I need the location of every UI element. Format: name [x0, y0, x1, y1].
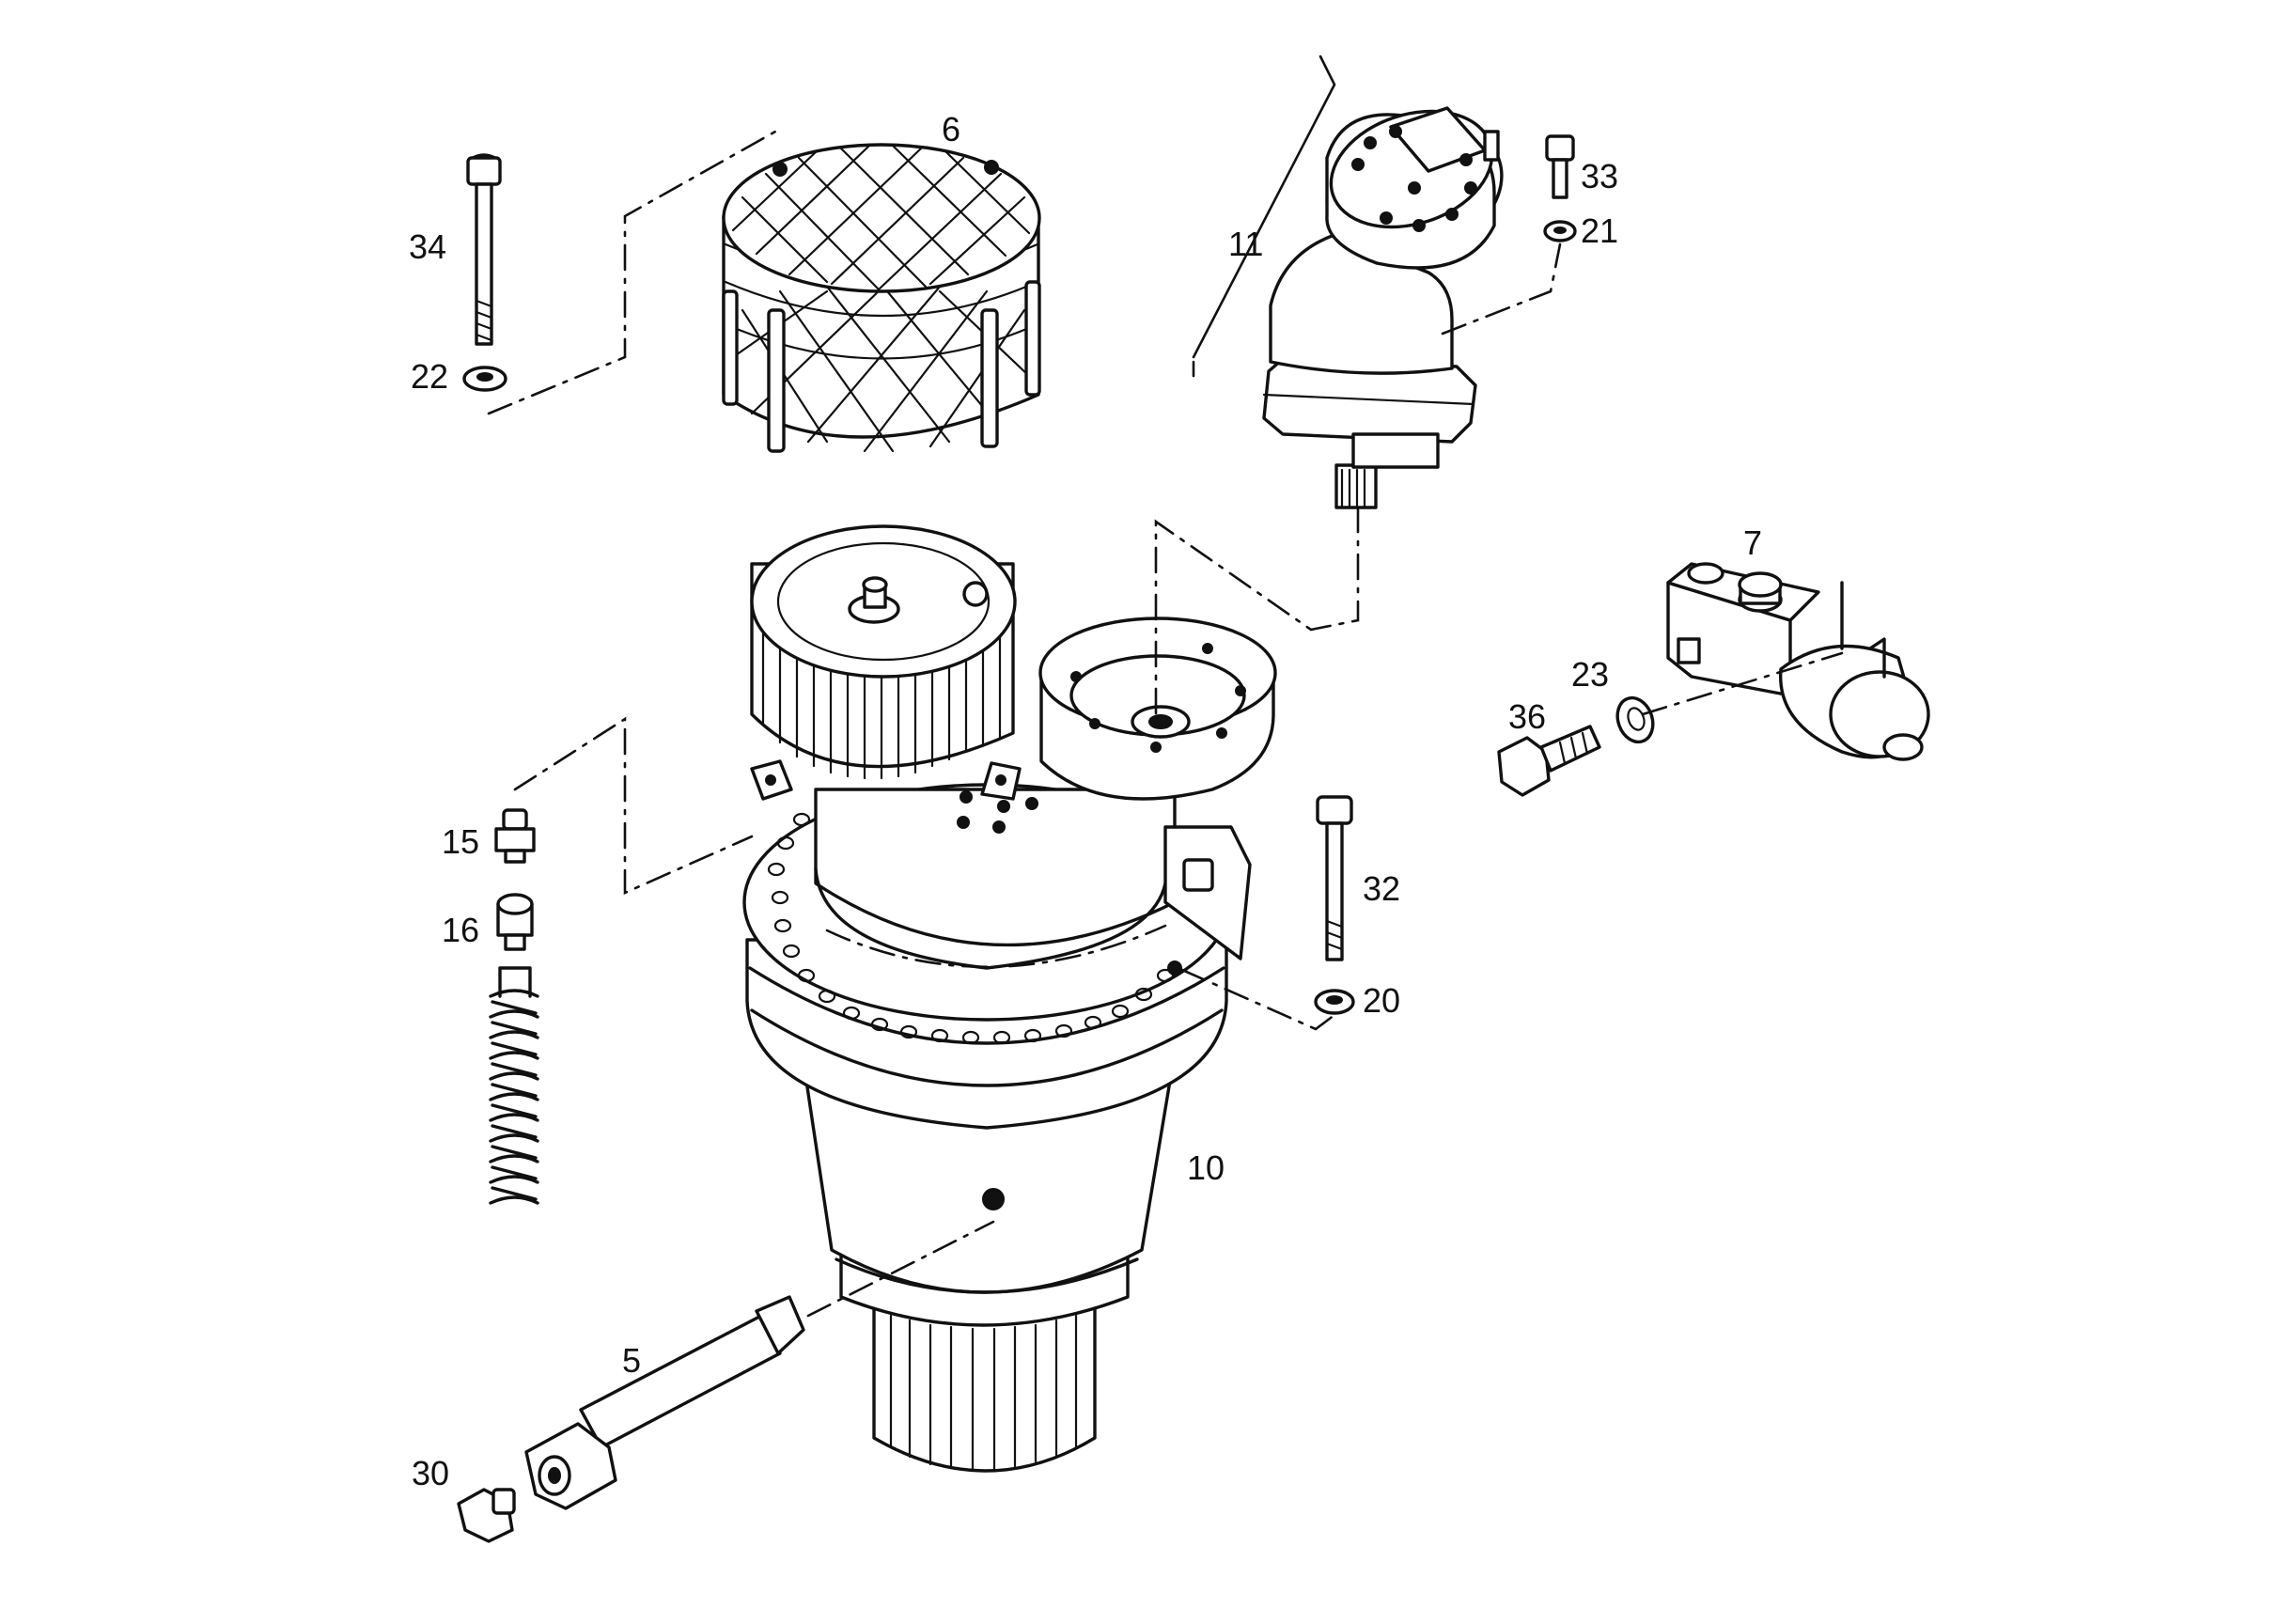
callout-30: 30 [412, 1454, 449, 1492]
callout-labels: 5 6 7 10 11 15 16 20 21 22 23 30 32 33 3… [409, 110, 1762, 1492]
callout-20: 20 [1363, 981, 1400, 1020]
part-32-bolt[interactable] [1316, 795, 1353, 961]
part-10-planetary-gearbox[interactable] [742, 524, 1277, 1473]
callout-5: 5 [622, 1341, 641, 1380]
callout-34: 34 [409, 227, 446, 266]
part-5-drain-pipe[interactable] [524, 1295, 805, 1510]
part-6-strainer-basket[interactable] [722, 143, 1041, 453]
callout-33: 33 [1581, 157, 1618, 195]
callout-7: 7 [1743, 523, 1762, 562]
callout-22: 22 [411, 357, 448, 396]
callout-36: 36 [1508, 697, 1546, 736]
part-11-hydraulic-motor[interactable] [1262, 92, 1520, 509]
part-33-bolt[interactable] [1545, 134, 1575, 199]
spring-stack [489, 966, 539, 1205]
part-15-fitting[interactable] [494, 808, 536, 864]
callout-15: 15 [442, 822, 479, 861]
part-30-plug[interactable] [457, 1488, 516, 1543]
part-23-washer[interactable] [1612, 693, 1659, 746]
part-22-washer[interactable] [462, 366, 507, 392]
callout-21: 21 [1581, 211, 1618, 250]
part-34-bolt[interactable] [466, 153, 502, 346]
part-36-bolt[interactable] [1497, 725, 1601, 797]
assembly-lines [487, 55, 1844, 1318]
callout-10: 10 [1187, 1148, 1225, 1187]
part-7-solenoid-valve[interactable] [1666, 562, 1930, 761]
callout-6: 6 [942, 110, 960, 148]
callout-23: 23 [1571, 655, 1609, 694]
callout-32: 32 [1363, 869, 1400, 908]
callout-11: 11 [1228, 225, 1263, 263]
callout-16: 16 [442, 911, 479, 949]
part-20-washer[interactable] [1314, 989, 1355, 1015]
part-21-washer[interactable] [1543, 220, 1577, 242]
part-16-fitting[interactable] [496, 893, 534, 951]
